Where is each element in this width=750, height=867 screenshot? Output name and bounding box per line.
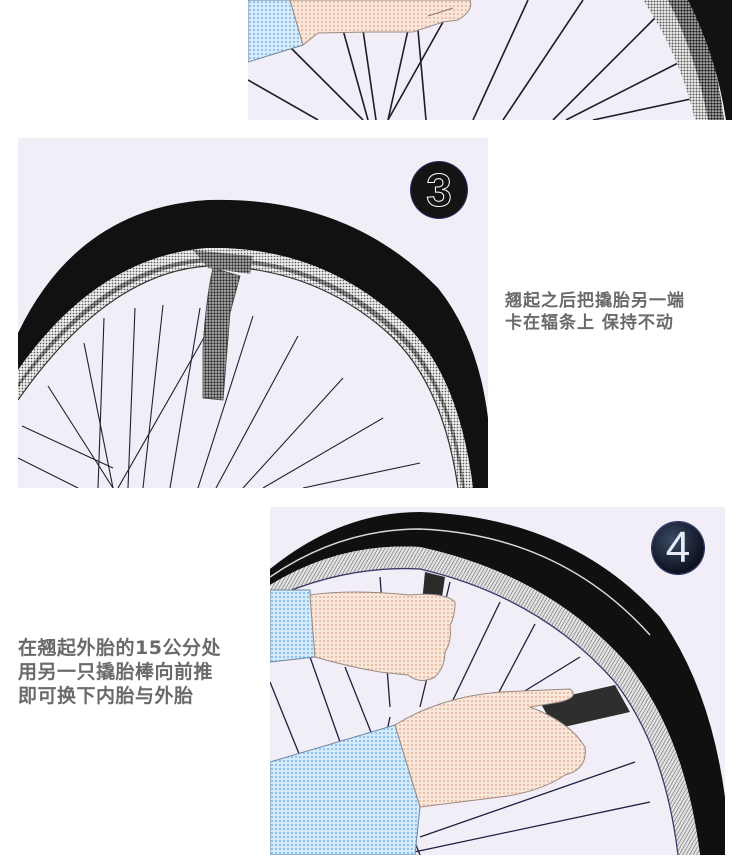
circled-number-4-icon: 4 [652,522,704,574]
step-4-caption: 在翘起外胎的15公分处 用另一只撬胎棒向前推 即可换下内胎与外胎 [18,636,221,708]
caption-line: 用另一只撬胎棒向前推 [18,661,214,683]
caption-line: 即可换下内胎与外胎 [18,685,194,707]
caption-line: 翘起之后把撬胎另一端 [505,291,685,311]
wheel-two-levers-illustration [270,512,725,855]
caption-line: 卡在辐条上 保持不动 [505,313,674,333]
wheel-with-hand-illustration [248,0,732,120]
circled-number-3-icon: 3 [411,162,467,218]
step-4-number: 4 [665,523,691,572]
step-3-number: 3 [426,164,453,217]
step-3-illustration: 3 [18,138,488,488]
wheel-lever-hooked-illustration [18,199,488,488]
step-4-illustration: 4 [270,507,725,855]
caption-line: 在翘起外胎的15公分处 [18,637,221,659]
step-2-illustration-partial [248,0,732,120]
step-3-caption: 翘起之后把撬胎另一端 卡在辐条上 保持不动 [505,290,685,334]
